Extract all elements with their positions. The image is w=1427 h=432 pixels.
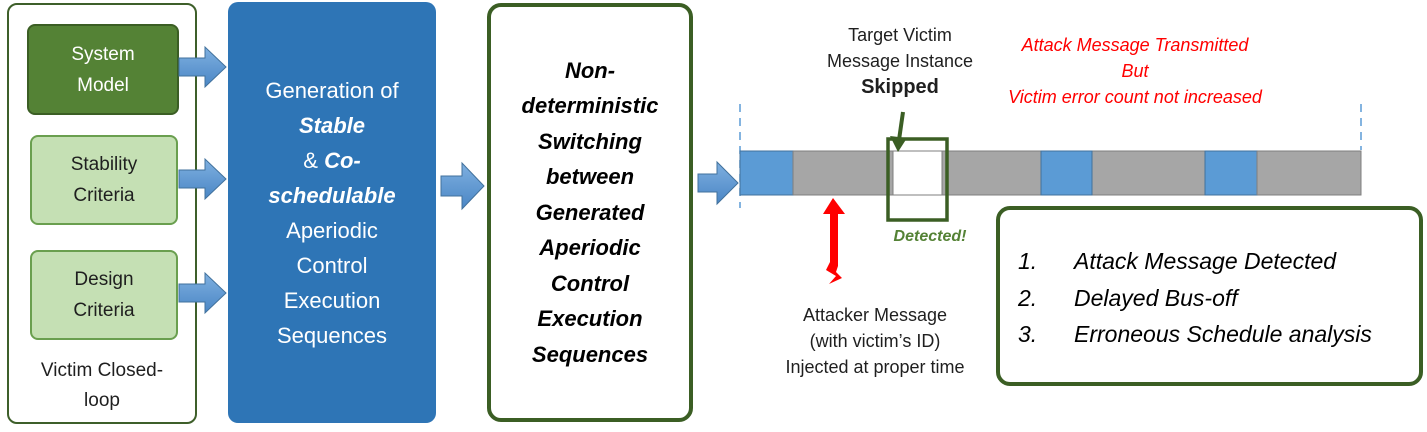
attacker-message-label: Attacker Message (with victim’s ID) Inje… [740, 302, 1010, 380]
gen-schedulable: schedulable [268, 182, 396, 208]
detection-frame [886, 137, 949, 222]
attacker-line1: Attacker Message [802, 305, 948, 325]
arrow-switching-to-bus [697, 160, 739, 206]
red-attack-arrow [823, 198, 845, 284]
result-text-3: Erroneous Schedule analysis [1074, 321, 1372, 347]
arrow-system-model [178, 45, 227, 89]
victim-closed-loop-label: Victim Closed- loop [12, 356, 192, 416]
victim-label-line1: Victim Closed- [40, 360, 164, 381]
result-text-2: Delayed Bus-off [1074, 285, 1238, 311]
results-box: 1. Attack Message Detected 2. Delayed Bus-… [996, 206, 1423, 386]
green-pointer-head [890, 136, 907, 152]
switching-box: Non- deterministic Switching between Gen… [487, 3, 693, 422]
design-line2: Criteria [73, 300, 135, 321]
switch-line-3: Switching [538, 128, 642, 154]
gen-line-control: Control [296, 252, 368, 278]
switch-line-2: deterministic [521, 93, 659, 119]
arrow-design [178, 271, 227, 315]
gen-line-sequences: Sequences [276, 322, 388, 348]
attacker-line2: (with victim’s ID) [809, 331, 941, 351]
attack-tx-line3: Victim error count not increased [1008, 87, 1262, 107]
target-victim-label: Target Victim Message Instance Skipped [800, 22, 1000, 100]
switch-line-1: Non- [564, 57, 616, 83]
result-num-3: 3. [1018, 321, 1038, 347]
switch-line-6: Aperiodic [539, 235, 641, 261]
gen-amp: & [303, 147, 325, 173]
green-pointer-shaft [897, 111, 905, 141]
result-num-1: 1. [1018, 248, 1038, 274]
slot-blue-3 [1204, 150, 1258, 196]
attack-tx-line1: Attack Message Transmitted [1021, 35, 1249, 55]
gen-line1: Generation of [265, 77, 399, 103]
attack-tx-line2: But [1121, 61, 1149, 81]
system-model-line2: Model [77, 74, 129, 96]
stability-line2: Criteria [73, 185, 135, 206]
victim-label-line2: loop [84, 390, 120, 411]
result-item-2: 2. Delayed Bus-off [1018, 285, 1238, 312]
switch-line-5: Generated [535, 199, 645, 225]
design-criteria-box: Design Criteria [30, 250, 178, 340]
arrow-generation-to-switching [440, 161, 485, 211]
slot-blue-1 [739, 150, 794, 196]
stability-criteria-box: Stability Criteria [30, 135, 178, 225]
slot-skipped [892, 150, 943, 196]
generation-box: Generation of Stable & Co- schedulable A… [228, 2, 436, 423]
gen-co: Co- [324, 147, 361, 173]
stability-line1: Stability [70, 154, 138, 175]
detected-label: Detected! [893, 228, 967, 245]
switch-line-4: between [545, 164, 635, 190]
gen-line-aperiodic: Aperiodic [286, 217, 378, 243]
target-line2: Message Instance [826, 51, 974, 71]
result-item-1: 1. Attack Message Detected [1018, 248, 1336, 275]
switch-line-7: Control [550, 270, 630, 296]
design-line1: Design [74, 269, 134, 290]
target-line1: Target Victim [848, 25, 952, 45]
result-text-1: Attack Message Detected [1074, 248, 1337, 274]
result-item-3: 3. Erroneous Schedule analysis [1018, 321, 1372, 348]
result-num-2: 2. [1018, 285, 1038, 311]
attack-transmitted-note: Attack Message Transmitted But Victim er… [960, 32, 1310, 110]
system-model-line1: System [71, 43, 135, 65]
attacker-line3: Injected at proper time [785, 357, 965, 377]
arrow-stability [178, 157, 227, 201]
slot-blue-2 [1040, 150, 1093, 196]
system-model-box: System Model [27, 24, 179, 115]
skipped-label: Skipped [861, 76, 939, 98]
gen-line-execution: Execution [283, 287, 381, 313]
switch-line-9: Sequences [531, 341, 649, 367]
switch-line-8: Execution [537, 306, 643, 332]
gen-stable: Stable [298, 112, 366, 138]
